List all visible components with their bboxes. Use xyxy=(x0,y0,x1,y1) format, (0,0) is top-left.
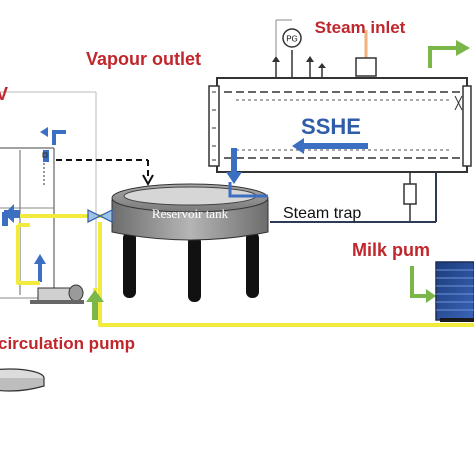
sshe-inlet-arrow xyxy=(226,148,242,184)
sshe-unit: SSHE xyxy=(208,77,472,173)
steam-trap-label: Steam trap xyxy=(283,205,361,222)
circulation-pump-label: circulation pump xyxy=(0,334,135,353)
circulation-pump-arrow xyxy=(86,290,104,320)
motor-icon xyxy=(435,261,474,322)
circulation-pump xyxy=(30,284,84,304)
steam-trap: Steam trap xyxy=(270,172,437,223)
top-instruments xyxy=(272,19,326,78)
lower-left-vessel xyxy=(0,368,45,392)
milk-pump-label: Milk pum xyxy=(352,240,430,260)
reservoir-tank-label: Reservoir tank xyxy=(152,206,229,221)
green-outlet-pipe xyxy=(428,40,470,68)
left-column xyxy=(0,91,97,300)
sshe-outlet-pipe xyxy=(228,182,268,198)
vapour-outlet-label: Vapour outlet xyxy=(86,49,201,69)
pressure-gauge-label: PG xyxy=(286,35,298,44)
milk-pump-arrow xyxy=(410,266,436,303)
left-flow-arrows xyxy=(2,127,66,282)
sshe-label: SSHE xyxy=(301,114,361,139)
left-edge-label: V xyxy=(0,84,8,104)
steam-inlet: Steam inlet xyxy=(315,18,406,77)
steam-inlet-label: Steam inlet xyxy=(315,18,406,37)
left-column-marks xyxy=(42,152,48,185)
control-dashed-line xyxy=(56,159,154,187)
pressure-gauge-icon: PG xyxy=(282,28,302,48)
reservoir-tank: Reservoir tank xyxy=(111,183,269,302)
valve-icon xyxy=(87,209,113,223)
